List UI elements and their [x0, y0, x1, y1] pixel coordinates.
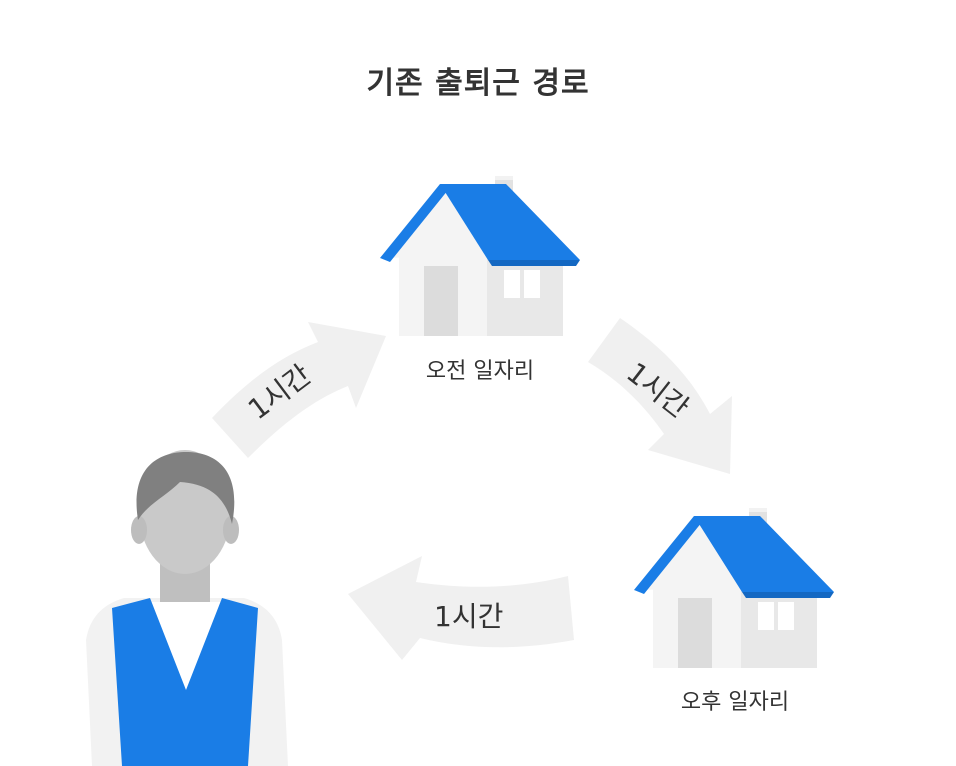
house-icon	[380, 176, 580, 336]
arrow-home-to-morning	[212, 322, 386, 458]
person-icon	[86, 450, 288, 766]
house-icon	[634, 508, 834, 668]
arrow-afternoon-to-home	[348, 556, 574, 660]
morning-job-label: 오전 일자리	[425, 359, 535, 384]
diagram-title: 기존 출퇴근 경로	[366, 66, 590, 101]
arrow-label-afternoon-to-home: 1시간	[434, 600, 504, 633]
arrow-morning-to-afternoon	[588, 318, 732, 474]
afternoon-job-label: 오후 일자리	[680, 690, 790, 715]
